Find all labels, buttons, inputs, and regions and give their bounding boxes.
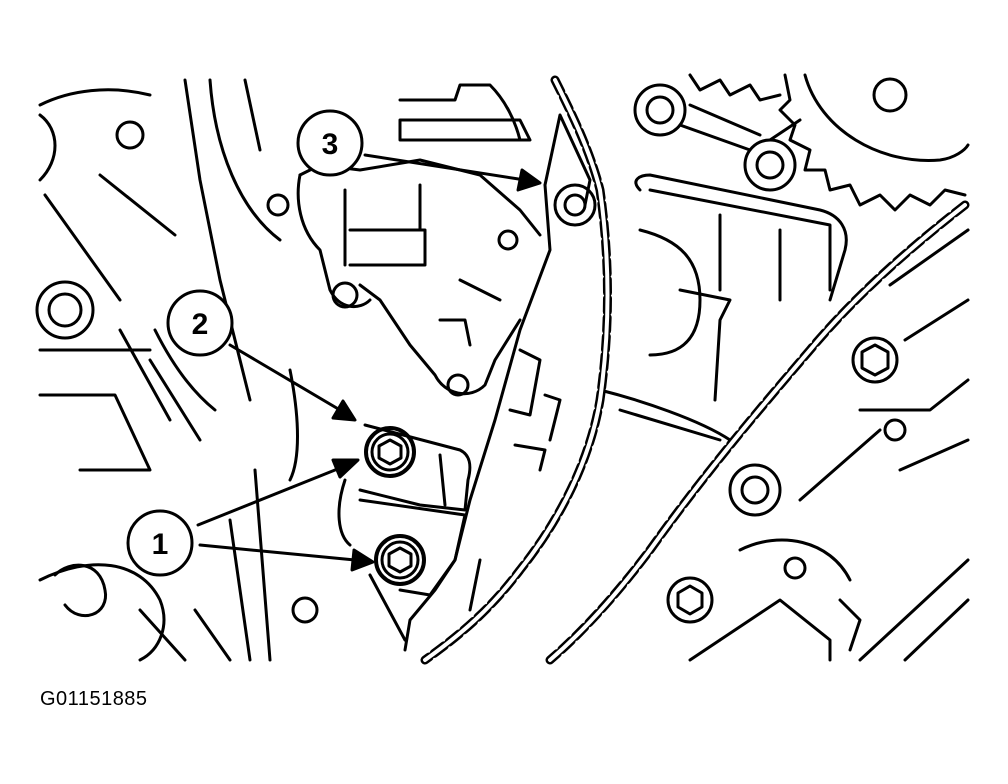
tensioner-bolt-upper [364, 426, 416, 478]
tensioner-bolt-lower [374, 534, 426, 586]
chain-tensioner [337, 423, 472, 642]
engine-block-outlines [35, 78, 319, 662]
right-housing [598, 173, 970, 662]
callout-2: 2 [166, 289, 234, 357]
cam-gear [633, 73, 970, 212]
figure-id: G01151885 [40, 688, 148, 710]
callout-3-label: 3 [322, 128, 339, 161]
callout-3: 3 [296, 109, 364, 177]
callout-leaders [196, 153, 542, 572]
timing-chain [420, 75, 970, 665]
callout-1: 1 [126, 509, 194, 577]
callout-1-label: 1 [152, 528, 169, 561]
callout-2-label: 2 [192, 308, 209, 341]
chain-guide [403, 113, 597, 652]
